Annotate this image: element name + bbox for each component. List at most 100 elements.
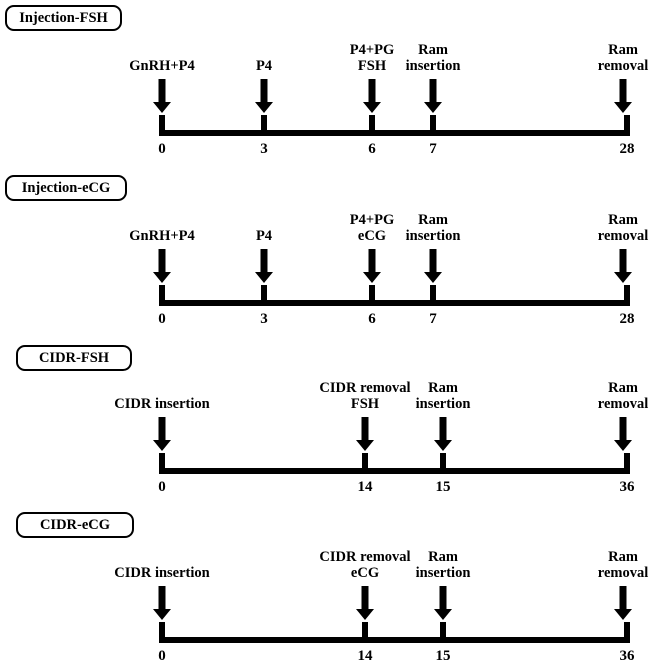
arrow-shaft <box>361 417 369 442</box>
event-arrow-injection-fsh-1 <box>255 79 273 113</box>
arrow-head-icon <box>255 102 273 113</box>
event-arrow-cidr-fsh-2 <box>434 417 452 451</box>
event-arrow-cidr-fsh-1 <box>356 417 374 451</box>
arrow-shaft <box>439 417 447 442</box>
axis-tick-cidr-fsh-day-14 <box>362 453 368 474</box>
event-label-line: CIDR removal <box>319 380 411 396</box>
event-label-line: P4 <box>255 228 273 244</box>
arrow-shaft <box>429 249 437 274</box>
event-arrow-cidr-ecg-0 <box>153 586 171 620</box>
axis-tick-label-cidr-ecg-day-15: 15 <box>435 648 451 664</box>
arrow-head-icon <box>363 272 381 283</box>
arrow-head-icon <box>356 609 374 620</box>
arrow-shaft <box>158 79 166 104</box>
event-label-injection-fsh-1: P4 <box>256 58 272 75</box>
axis-tick-label-cidr-ecg-day-36: 36 <box>619 648 635 664</box>
axis-tick-injection-fsh-day-7 <box>430 115 436 136</box>
event-label-line: insertion <box>415 565 471 581</box>
arrow-head-icon <box>614 609 632 620</box>
arrow-head-icon <box>153 440 171 451</box>
arrow-head-icon <box>153 102 171 113</box>
event-label-injection-ecg-0: GnRH+P4 <box>129 228 195 245</box>
timeline-axis-injection-ecg <box>160 300 628 306</box>
event-label-line: Ram <box>608 212 638 228</box>
arrow-shaft <box>260 249 268 274</box>
axis-tick-injection-ecg-day-3 <box>261 285 267 306</box>
axis-tick-label-cidr-ecg-day-14: 14 <box>357 648 373 664</box>
event-arrow-cidr-ecg-2 <box>434 586 452 620</box>
axis-tick-label-injection-ecg-day-0: 0 <box>158 311 166 327</box>
event-label-line: CIDR insertion <box>114 396 210 412</box>
axis-tick-label-injection-ecg-day-28: 28 <box>619 311 635 327</box>
arrow-head-icon <box>153 272 171 283</box>
arrow-shaft <box>439 586 447 611</box>
axis-tick-cidr-fsh-day-36 <box>624 453 630 474</box>
event-label-line: eCG <box>357 228 387 244</box>
axis-tick-cidr-fsh-day-0 <box>159 453 165 474</box>
event-arrow-cidr-fsh-0 <box>153 417 171 451</box>
event-arrow-injection-ecg-2 <box>363 249 381 283</box>
arrow-head-icon <box>614 272 632 283</box>
axis-tick-label-injection-fsh-day-6: 6 <box>368 141 376 157</box>
arrow-shaft <box>368 249 376 274</box>
event-label-line: insertion <box>405 228 461 244</box>
event-arrow-injection-fsh-0 <box>153 79 171 113</box>
arrow-shaft <box>619 79 627 104</box>
axis-tick-cidr-ecg-day-15 <box>440 622 446 643</box>
arrow-head-icon <box>424 272 442 283</box>
arrow-head-icon <box>356 440 374 451</box>
arrow-shaft <box>619 417 627 442</box>
arrow-shaft <box>260 79 268 104</box>
arrow-shaft <box>619 249 627 274</box>
event-label-line: removal <box>597 565 649 581</box>
event-arrow-injection-fsh-2 <box>363 79 381 113</box>
event-label-line: insertion <box>405 58 461 74</box>
event-label-cidr-fsh-0: CIDR insertion <box>114 396 210 413</box>
event-label-line: Ram <box>418 42 448 58</box>
panel-title-box-cidr-fsh: CIDR-FSH <box>16 345 132 371</box>
event-label-line: Ram <box>428 549 458 565</box>
event-label-line: Ram <box>608 380 638 396</box>
axis-tick-injection-ecg-day-0 <box>159 285 165 306</box>
timeline-axis-cidr-ecg <box>160 637 628 643</box>
arrow-head-icon <box>153 609 171 620</box>
event-label-line: removal <box>597 58 649 74</box>
panel-title-cidr-ecg: CIDR-eCG <box>39 516 111 533</box>
event-label-line: removal <box>597 396 649 412</box>
event-label-line: CIDR insertion <box>114 565 210 581</box>
event-label-line: removal <box>597 228 649 244</box>
axis-tick-label-injection-fsh-day-28: 28 <box>619 141 635 157</box>
event-label-line: insertion <box>415 396 471 412</box>
axis-tick-label-cidr-fsh-day-15: 15 <box>435 479 451 495</box>
event-arrow-injection-ecg-0 <box>153 249 171 283</box>
arrow-shaft <box>619 586 627 611</box>
panel-title-cidr-fsh: CIDR-FSH <box>38 349 110 366</box>
axis-tick-cidr-ecg-day-36 <box>624 622 630 643</box>
event-arrow-injection-ecg-3 <box>424 249 442 283</box>
event-label-line: P4+PG <box>349 42 395 58</box>
event-label-cidr-ecg-0: CIDR insertion <box>114 565 210 582</box>
axis-tick-label-cidr-fsh-day-36: 36 <box>619 479 635 495</box>
event-label-line: GnRH+P4 <box>129 58 195 74</box>
axis-tick-label-injection-ecg-day-7: 7 <box>429 311 437 327</box>
event-label-injection-ecg-1: P4 <box>255 228 273 245</box>
event-arrow-cidr-ecg-1 <box>356 586 374 620</box>
axis-tick-label-injection-fsh-day-7: 7 <box>429 141 437 157</box>
event-label-line: GnRH+P4 <box>129 228 195 244</box>
event-label-line: eCG <box>350 565 380 581</box>
axis-tick-injection-fsh-day-3 <box>261 115 267 136</box>
arrow-head-icon <box>255 272 273 283</box>
axis-tick-cidr-fsh-day-15 <box>440 453 446 474</box>
axis-tick-label-injection-ecg-day-6: 6 <box>368 311 376 327</box>
